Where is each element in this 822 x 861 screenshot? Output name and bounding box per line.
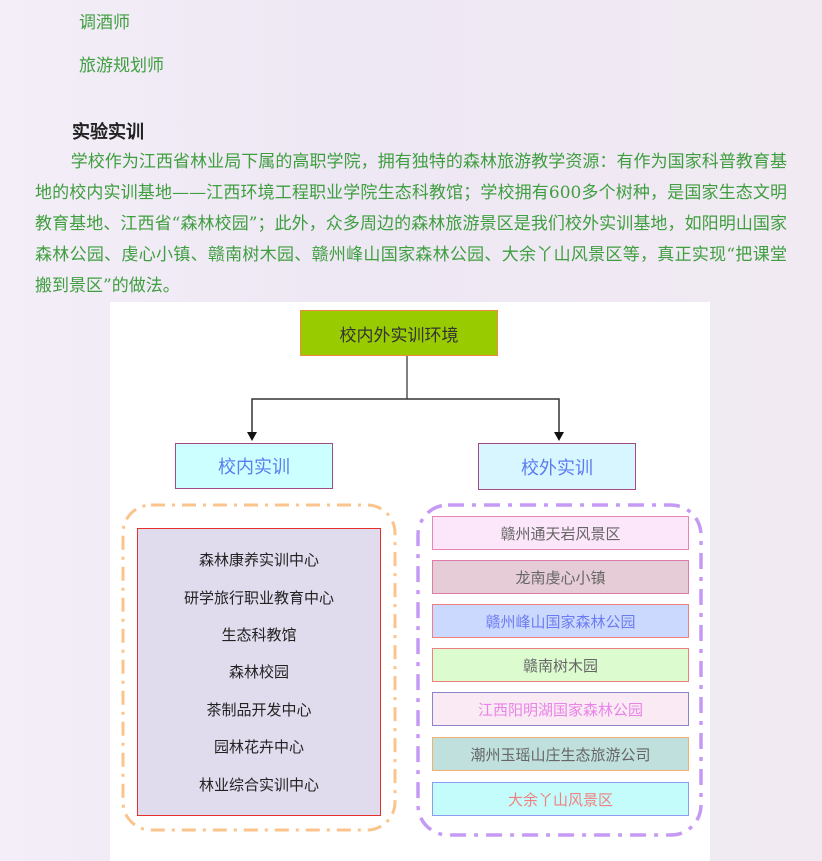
external-training-item: 赣州峰山国家森林公园	[432, 604, 689, 638]
external-training-item: 赣州通天岩风景区	[432, 516, 689, 550]
external-training-item: 赣南树木园	[432, 648, 689, 682]
external-training-item: 龙南虔心小镇	[432, 560, 689, 594]
internal-training-node: 校内实训	[175, 443, 333, 489]
right-group-outline	[416, 503, 703, 837]
career-item: 调酒师	[79, 13, 130, 33]
internal-training-item: 森林康养实训中心	[198, 551, 319, 570]
internal-training-item: 茶制品开发中心	[206, 700, 312, 719]
training-diagram: 校内外实训环境 校内实训 校外实训 森林康养实训中心研学旅行职业教育中心生态科教…	[110, 302, 710, 861]
internal-training-item: 园林花卉中心	[213, 738, 304, 757]
internal-training-item: 研学旅行职业教育中心	[183, 588, 334, 607]
diagram-connectors	[121, 356, 703, 837]
internal-training-list: 森林康养实训中心研学旅行职业教育中心生态科教馆森林校园茶制品开发中心园林花卉中心…	[137, 528, 381, 816]
left-group-outline	[121, 503, 397, 832]
internal-training-item: 生态科教馆	[221, 626, 297, 645]
external-training-item: 大余丫山风景区	[432, 782, 689, 816]
arrow-icon	[554, 432, 564, 441]
internal-training-item: 林业综合实训中心	[198, 775, 319, 794]
external-training-item: 江西阳明湖国家森林公园	[432, 692, 689, 726]
career-item: 旅游规划师	[79, 56, 164, 76]
external-training-node: 校外实训	[478, 443, 636, 490]
arrow-icon	[247, 432, 257, 441]
section-heading: 实验实训	[72, 122, 144, 143]
section-paragraph: 学校作为江西省林业局下属的高职学院，拥有独特的森林旅游教学资源：有作为国家科普教…	[35, 152, 787, 296]
external-training-item: 潮州玉瑶山庄生态旅游公司	[432, 737, 689, 771]
root-node: 校内外实训环境	[300, 310, 498, 356]
internal-training-item: 森林校园	[228, 663, 289, 682]
